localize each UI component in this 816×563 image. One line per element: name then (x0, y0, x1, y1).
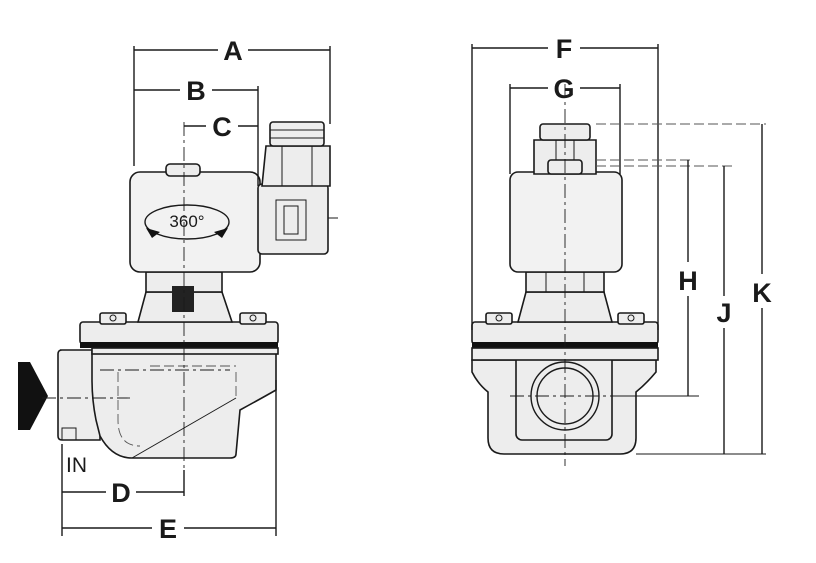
dimension-label-d: D (111, 478, 131, 508)
dimension-label-j: J (716, 298, 731, 328)
connector-neck (261, 145, 331, 187)
dimension-label-c: C (212, 112, 232, 142)
dimension-label-a: A (223, 36, 243, 66)
dimension-label-e: E (159, 514, 177, 544)
screw-head (99, 312, 127, 325)
flow-arrow-icon (18, 362, 48, 430)
stem-thread (172, 286, 194, 312)
cable-gland (269, 121, 325, 147)
flange-gasket (80, 342, 278, 348)
front-view: F G H J K (471, 34, 772, 466)
bonnet-flange (79, 321, 279, 345)
rotate-left-arrow-icon (146, 228, 160, 238)
dimension-label-f: F (556, 34, 573, 64)
dimension-label-g: G (553, 74, 574, 104)
dimension-label-h: H (678, 266, 698, 296)
rotation-label: 360° (169, 212, 204, 231)
din-connector (257, 183, 329, 255)
rotation-ellipse (144, 204, 230, 240)
inlet-label: IN (66, 454, 87, 477)
front-screw-head (485, 312, 513, 325)
dimension-label-k: K (752, 278, 772, 308)
coil-cap (165, 163, 201, 177)
dimension-label-b: B (186, 76, 206, 106)
front-screw-head (617, 312, 645, 325)
front-coil (509, 171, 623, 273)
screw-head (239, 312, 267, 325)
rotate-right-arrow-icon (214, 228, 228, 238)
side-view: 360° A B C IN D E (18, 36, 338, 544)
